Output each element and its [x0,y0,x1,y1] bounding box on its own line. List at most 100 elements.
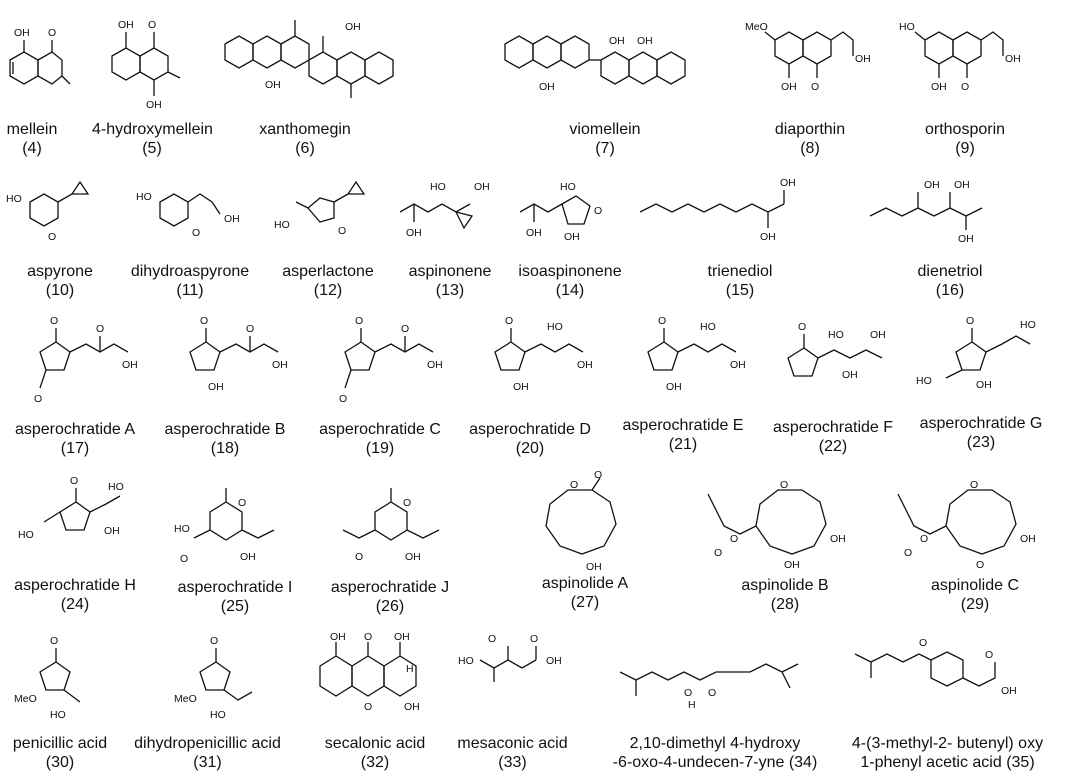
atom-label: HO [560,181,576,193]
structure-secalonic-acid: OH O OH O H OH [319,631,420,713]
atom-label: O [180,553,188,565]
structure-aspyrone: HO O [6,180,90,243]
compound-asperochratide-j: O O OH asperochratide J(26) [315,472,465,622]
caption-asperochratide-b: asperochratide B(18) [150,420,300,458]
compound-asperochratide-c: O O OH O asperochratide C(19) [305,312,455,462]
compound-secalonic-acid: OH O OH O H OH secalonic acid(32) [300,631,450,779]
atom-label: OH [118,19,134,31]
caption-trienediol: trienediol (15) [630,262,850,300]
atom-label: O [920,533,928,545]
structure-asperochratide-i: O HO O OH [174,488,275,565]
compound-dihydroaspyrone: HO O OH dihydroaspyrone(11) [120,172,260,302]
atom-label: OH [406,227,422,239]
compound-name: 4-(3-methyl-2- butenyl) oxy [851,735,1044,752]
compound-aspinonene: HO OH OH aspinonene(13) [390,172,510,302]
compound-number: (16) [935,282,965,299]
compound-name: aspinonene [408,263,492,280]
compound-name: 4-hydroxymellein [92,121,213,138]
structure-penicillic-acid: O MeO HO [14,635,81,721]
compound-number: (15) [725,282,755,299]
compound-name: mellein [6,121,58,138]
atom-label: OH [330,631,346,643]
caption-asperochratide-a: asperochratide A(17) [0,420,150,458]
structure-asperochratide-a: O O OH O [34,315,138,405]
compound-diaporthin: MeO OH O OH diaporthin(8) [745,0,875,162]
structure-isoaspinonene: HO O OH OH [519,181,602,243]
atom-label: O [505,315,513,327]
structure-aspinolide-a: O O OH [545,469,617,573]
structure-aspinolide-b: O O O OH OH [707,479,846,571]
compound-name: trienediol [707,263,773,280]
compound-name: asperochratide J [330,579,450,596]
structure-viomellein: OH OH OH [504,35,686,93]
atom-label: OH [609,35,625,47]
atom-label: OH [842,369,858,381]
compound-number: (33) [498,754,527,771]
structure-diaporthin: MeO OH O OH [745,21,871,93]
compound-asperochratide-b: O O OH OH asperochratide B(18) [150,312,300,462]
atom-label: OH [405,551,421,563]
atom-label: HO [700,321,716,333]
atom-label: O [355,315,363,327]
atom-label: O [570,479,578,491]
atom-label: HO [899,21,915,33]
atom-label: HO [547,321,563,333]
compound-aspyrone: HO O aspyrone(10) [0,172,120,302]
caption-viomellein: viomellein(7) [485,120,725,158]
caption-asperochratide-i: asperochratide I(25) [160,578,310,616]
atom-label: OH [924,179,940,191]
caption-aspinolide-b: aspinolide B(28) [700,576,870,614]
atom-label: O [148,19,156,31]
caption-asperochratide-e: asperochratide E(21) [608,416,758,454]
atom-label: O [919,637,927,649]
compound-name: xanthomegin [259,121,351,138]
caption-orthosporin: orthosporin(9) [895,120,1035,158]
atom-label: OH [780,177,796,189]
atom-label: OH [577,359,593,371]
compound-name: asperochratide A [14,421,136,438]
atom-label: O [904,547,912,559]
structure-xanthomegin: OH OH [224,20,394,98]
compound-number: (8) [800,140,820,157]
compound-name: aspinolide B [741,577,829,594]
atom-label: OH [122,359,138,371]
atom-label: O [192,227,200,239]
atom-label: OH [830,533,846,545]
atom-label: O [403,497,411,509]
caption-aspinolide-c: aspinolide C(29) [890,576,1060,614]
compound-aspinolide-a: O O OH aspinolide A(27) [520,469,650,622]
structure-asperochratide-g: O HO HO OH [916,315,1036,391]
compound-mesaconic-acid: O O HO OH mesaconic acid(33) [450,632,575,779]
atom-label: HO [174,523,190,535]
caption-asperochratide-h: asperochratide H(24) [0,576,150,614]
atom-label: O [401,323,409,335]
atom-label: HO [136,191,152,203]
caption-xanthomegin: xanthomegin(6) [205,120,405,158]
caption-asperochratide-j: asperochratide J(26) [315,578,465,616]
structure-4-hydroxymellein: OH O OH [111,19,181,111]
atom-label: OH [224,213,240,225]
atom-label: O [811,81,819,93]
atom-label: O [961,81,969,93]
atom-label: O [50,315,58,327]
compound-asperlactone: HO O asperlactone(12) [268,172,388,302]
compound-name: asperochratide C [319,421,441,438]
atom-label: O [594,469,602,481]
structure-34: O H O [619,663,799,711]
atom-label: OH [870,329,886,341]
compound-number: (20) [515,440,545,457]
caption-penicillic-acid: penicillic acid(30) [0,734,120,772]
structure-orthosporin: HO OH O OH [899,21,1021,93]
compound-asperochratide-h: O HO HO OH asperochratide H(24) [0,472,150,622]
structure-asperochratide-j: O O OH [342,488,440,563]
caption-aspinolide-a: aspinolide A(27) [520,574,650,612]
atom-label: O [985,649,993,661]
compound-name: aspinolide A [541,575,629,592]
caption-secalonic-acid: secalonic acid(32) [300,734,450,772]
structure-aspinonene: HO OH OH [399,181,490,239]
atom-label: O [48,231,56,243]
compound-number: (21) [668,436,698,453]
